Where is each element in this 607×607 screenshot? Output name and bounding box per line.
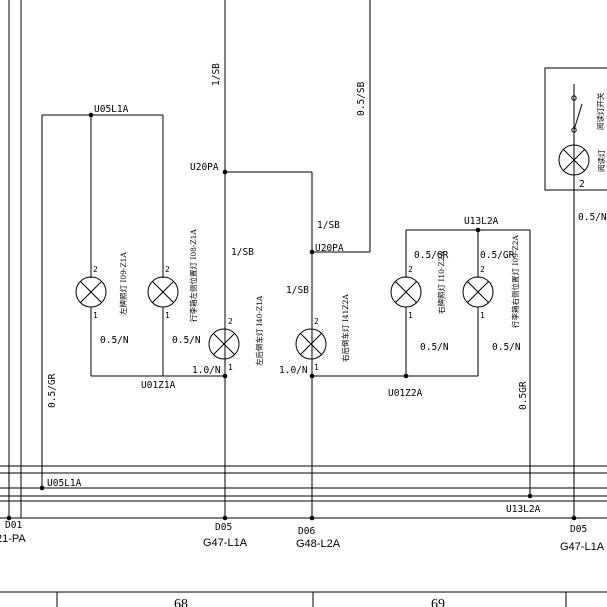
lamp2-label: 行李箱左侧位置灯 I08-Z1A: [188, 229, 198, 322]
label-05sb-top: 0.5/SB: [356, 81, 367, 116]
label-05n-farright: 0.5/N: [578, 212, 607, 223]
lamp-reverse-left: [208, 328, 240, 360]
lamp-4: [462, 276, 494, 308]
label-1sb-right: 1/SB: [286, 285, 309, 296]
junction-d06: [309, 515, 315, 521]
label-05n-lamp1: 0.5/N: [100, 335, 129, 346]
lamp-rev-left-label: 左后倒车灯 I40-Z1A: [254, 295, 264, 366]
junction-d05: [222, 515, 228, 521]
reading-lamp-label: 阅读灯: [596, 149, 606, 172]
label-05gr-lamp4: 0.5/GR: [480, 250, 515, 261]
junction-d05b: [571, 515, 577, 521]
lamp1-label: 左牌照灯 I09-Z1A: [118, 252, 128, 315]
pin-lamp4-2: 2: [480, 265, 485, 274]
junction-u20pa: [222, 169, 228, 175]
label-1sb-mid: 1/SB: [317, 220, 340, 231]
connector-d05b-part: G47-L1A: [560, 541, 605, 553]
junction-u01z1a: [222, 373, 228, 379]
connector-d06-part: G48-L2A: [296, 538, 341, 550]
junction-u13l2a-bus: [527, 493, 533, 499]
label-05n-lamp4: 0.5/N: [492, 342, 521, 353]
pin-revl-1: 1: [228, 363, 233, 372]
junction-u01z2a-right: [403, 373, 409, 379]
label-05n-lamp3: 0.5/N: [420, 342, 449, 353]
node-u01z1a: U01Z1A: [141, 380, 176, 391]
junction-u05l1a-top: [88, 112, 94, 118]
lamp-2: [147, 276, 179, 308]
connector-d05-part: G47-L1A: [203, 537, 248, 549]
connector-d06: D06: [298, 526, 315, 537]
label-05gr-left: 0.5/GR: [47, 373, 58, 408]
label-05gr-lamp3: 0.5/GR: [414, 250, 449, 261]
node-u13l2a-top: U13L2A: [464, 216, 499, 227]
pin-lamp3-2: 2: [408, 265, 413, 274]
connector-d01: D01: [5, 520, 22, 531]
lamp-3: [390, 276, 422, 308]
connector-d05b: D05: [570, 524, 587, 535]
pin-lamp1-2: 2: [93, 265, 98, 274]
pin-lamp2-2: 2: [165, 265, 170, 274]
pin-reading-2: 2: [579, 179, 585, 190]
junction-u05l1a-bus: [39, 485, 45, 491]
pin-lamp2-1: 1: [165, 311, 170, 320]
pin-lamp1-1: 1: [93, 311, 98, 320]
node-u01z2a: U01Z2A: [388, 388, 423, 399]
pin-lamp3-1: 1: [408, 311, 413, 320]
node-u20pa-top: U20PA: [190, 162, 219, 173]
junction-u01z2a-left: [309, 373, 315, 379]
label-1sb-top: 1/SB: [211, 63, 222, 86]
label-10n-left: 1.0/N: [192, 365, 221, 376]
node-u05l1a-top: U05L1A: [94, 104, 129, 115]
pin-revr-1: 1: [314, 363, 319, 372]
junction-d01: [6, 515, 12, 521]
connector-d01-part: 21-PA: [0, 533, 26, 545]
label-10n-right: 1.0/N: [279, 365, 308, 376]
lamp-reverse-right: [295, 328, 327, 360]
node-u05l1a-bus: U05L1A: [47, 478, 82, 489]
junction-u13l2a: [475, 227, 481, 233]
node-u13l2a-bus: U13L2A: [506, 504, 541, 515]
connector-d05: D05: [215, 522, 232, 533]
label-05n-lamp2: 0.5/N: [172, 335, 201, 346]
reading-lamp-box: [544, 67, 607, 191]
reading-switch-label: 阅读灯开关: [595, 92, 605, 130]
lamp-rev-right-label: 右后倒车灯 I41Z2A: [340, 294, 350, 362]
label-1sb-left: 1/SB: [231, 247, 254, 258]
switch-reading: [571, 95, 583, 145]
pin-revl-2: 2: [228, 317, 233, 326]
pin-lamp4-1: 1: [480, 311, 485, 320]
lamp-1: [75, 276, 107, 308]
junction-u20pa-mid: [309, 249, 315, 255]
label-05gr-right: 0.5GR: [518, 381, 529, 410]
lamp3-label: 右牌照灯 I10-Z2A: [436, 251, 446, 314]
lamp4-label: 行李箱右侧位置灯 I09-Z2A: [510, 235, 520, 328]
pin-revr-2: 2: [314, 317, 319, 326]
page-number-right: 69: [431, 597, 445, 607]
page-number-left: 68: [174, 597, 188, 607]
node-u20pa-mid: U20PA: [315, 243, 344, 254]
